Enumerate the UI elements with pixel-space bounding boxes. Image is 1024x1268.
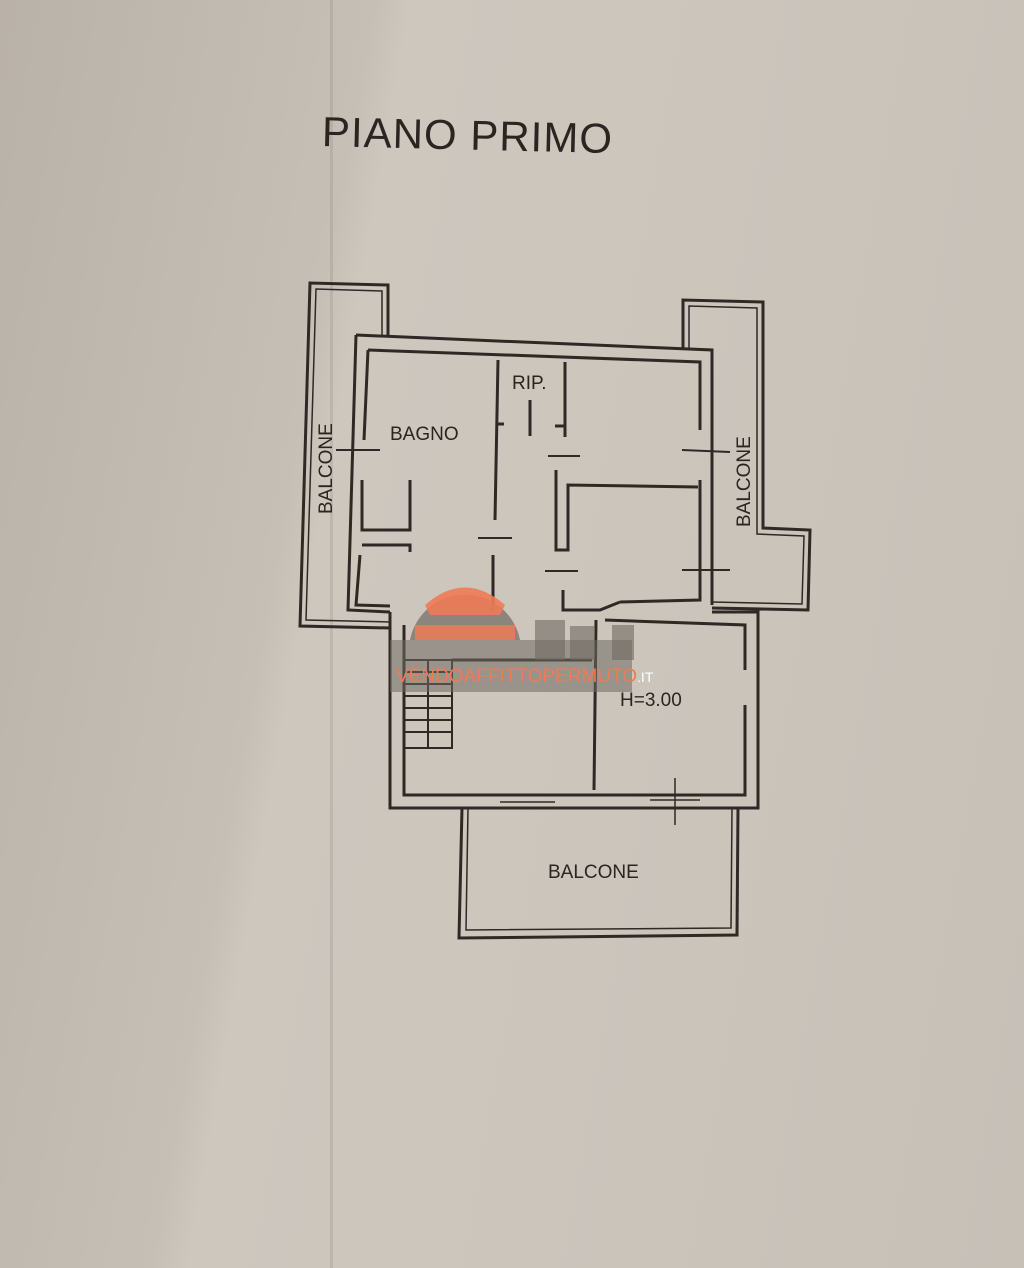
partition-walls (491, 359, 699, 612)
watermark-suffix: .IT (637, 669, 654, 685)
room-label-bagno: BAGNO (390, 424, 459, 445)
room-label-balcone-right: BALCONE (734, 436, 755, 527)
lower-inner-wall (402, 618, 747, 797)
right-balcony-inner (688, 305, 805, 605)
ceiling-height-label: H=3.00 (620, 690, 682, 711)
main-outer-wall (346, 333, 714, 614)
left-balcony-outline (298, 281, 391, 630)
door-marks (336, 449, 731, 572)
lower-outer-wall (388, 610, 760, 810)
room-label-ripostiglio: RIP. (512, 373, 547, 394)
main-inner-wall (354, 348, 702, 608)
bottom-balcony-inner (465, 807, 733, 931)
watermark-name: VENDOAFFITTOPERMUTO (396, 666, 638, 687)
paper-fold (330, 0, 333, 1268)
watermark-logo (390, 587, 634, 692)
watermark-text: VENDOAFFITTOPERMUTO.IT (396, 666, 653, 688)
right-balcony-outline (681, 298, 812, 612)
window-bottom (500, 778, 700, 825)
left-balcony-inner (305, 288, 391, 623)
room-label-balcone-bottom: BALCONE (548, 862, 639, 883)
bottom-balcony-outline (457, 807, 740, 940)
room-label-balcone-left: BALCONE (316, 423, 337, 514)
